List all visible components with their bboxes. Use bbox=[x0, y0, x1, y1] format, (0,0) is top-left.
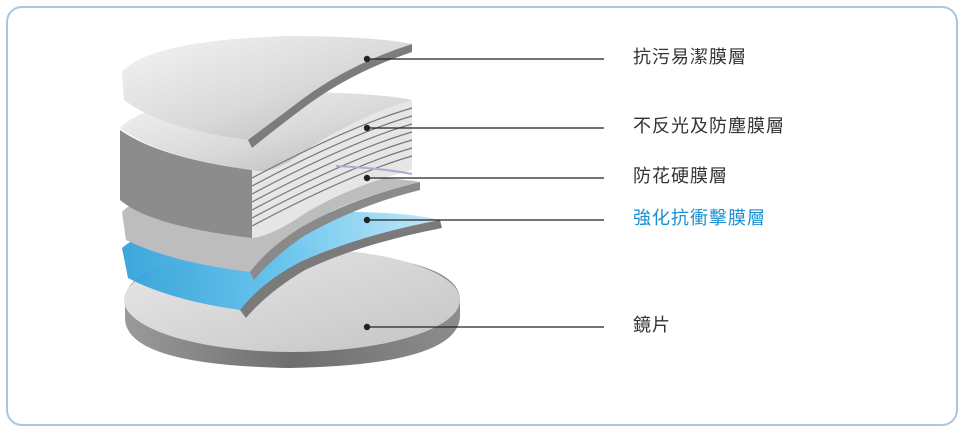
layer-label-lens: 鏡片 bbox=[633, 315, 671, 336]
layer-label-anti-reflective: 不反光及防塵膜層 bbox=[633, 116, 785, 137]
layer-label-hard-coat: 防花硬膜層 bbox=[633, 166, 728, 187]
layer-label-anti-smudge: 抗污易潔膜層 bbox=[633, 47, 747, 68]
layer-label-impact: 強化抗衝擊膜層 bbox=[633, 208, 766, 229]
leader-line-2 bbox=[363, 174, 604, 182]
anti-smudge-disc bbox=[122, 36, 412, 148]
leader-line-1 bbox=[363, 124, 604, 132]
leader-line-4 bbox=[363, 323, 604, 331]
leader-line-0 bbox=[363, 55, 604, 63]
leader-line-3 bbox=[363, 216, 604, 224]
lens-layers-illustration bbox=[120, 36, 604, 368]
